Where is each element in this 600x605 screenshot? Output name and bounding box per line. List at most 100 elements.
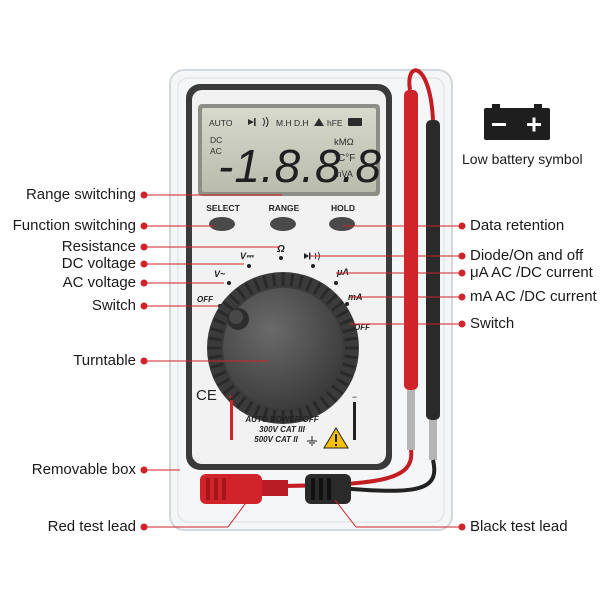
red-lead-wire-top (407, 68, 435, 121)
dial-ua: μA (336, 267, 349, 277)
select-label: SELECT (206, 203, 240, 213)
ce-mark: CE (196, 387, 217, 404)
warning-icon (323, 427, 349, 449)
dial-ridge (339, 317, 353, 326)
hold-label: HOLD (331, 203, 355, 213)
dial-ridge (210, 327, 224, 334)
dial-ridge (289, 409, 295, 423)
dial-ridge (208, 336, 222, 342)
callout-range-switching: Range switching (25, 186, 136, 203)
dial-ridge (312, 400, 322, 414)
dial-ridge (222, 384, 235, 395)
lcd-auto: AUTO (209, 118, 233, 128)
dial-ridge (305, 404, 314, 418)
black-jack-line (353, 402, 356, 440)
dial-ridge (217, 377, 231, 387)
ground-icon (307, 436, 317, 446)
dial-ridge (344, 354, 358, 360)
dial-ridge (342, 362, 356, 369)
select-button[interactable] (209, 217, 235, 231)
buzzer-icon (262, 116, 269, 128)
callout-ua-current: μA AC /DC current (470, 264, 593, 281)
dial-ridge (244, 282, 254, 296)
dial-ridge (271, 273, 277, 287)
callout-leaders (140, 191, 466, 531)
dial-ridge (335, 309, 349, 319)
dial-ridge (244, 400, 254, 414)
dial-ridge (222, 301, 235, 312)
dial-ridge (252, 278, 261, 292)
range-label: RANGE (269, 203, 300, 213)
dial-ridge (271, 409, 277, 423)
dial-ridge (331, 384, 344, 395)
callout-diode: Diode/On and off (470, 247, 584, 264)
auto-power-off: AUTO POWER OFF (244, 415, 319, 424)
lcd-digits: -1.8.8.8 (218, 140, 382, 192)
dial-off-left: OFF (197, 295, 214, 304)
black-lead-wire (339, 459, 437, 493)
svg-text:−: − (352, 392, 357, 402)
dial-off-right: OFF (354, 323, 371, 332)
battery-icon (484, 104, 550, 140)
dial-ridge (325, 390, 338, 403)
lcd-dh: D.H (294, 118, 309, 128)
dial-ridge (319, 396, 330, 409)
red-test-lead-plug (200, 474, 288, 504)
callout-ma-current: mA AC /DC current (470, 288, 597, 305)
dial-ridge (228, 293, 241, 306)
dial-ridge (335, 377, 349, 387)
callout-data-retention: Data retention (470, 217, 565, 234)
callout-switch-right: Switch (470, 315, 515, 332)
callout-red-test-lead: Red test lead (47, 518, 136, 535)
dial-ridge (208, 354, 222, 360)
cat-iii: 300V CAT III (259, 425, 305, 434)
turntable-dial[interactable] (207, 272, 359, 424)
dial-ridge (262, 407, 269, 421)
dial-ridge (236, 287, 247, 300)
lcd-screen (202, 108, 376, 192)
cat-ii: 500V CAT II (254, 435, 298, 444)
dial-v-dc: V⎓ (240, 251, 255, 261)
dial-ridge (339, 370, 353, 379)
diode-icon (248, 119, 254, 125)
lcd-mh: M.H (276, 118, 292, 128)
lcd-mva: mVA (334, 169, 353, 179)
callout-turntable: Turntable (73, 352, 136, 369)
battery-caption: Low battery symbol (462, 151, 583, 167)
dial-ridge (297, 407, 304, 421)
callout-resistance: Resistance (61, 238, 136, 255)
dial-ridge (331, 301, 344, 312)
range-button[interactable] (270, 217, 296, 231)
dial-ridge (305, 278, 314, 292)
red-probe (404, 90, 418, 450)
black-probe (426, 120, 440, 460)
lcd-kmohm: kMΩ (334, 137, 354, 148)
dial-ridge (228, 390, 241, 403)
dial-ridge (342, 327, 356, 334)
dial-ridge (289, 273, 295, 287)
callout-ac-voltage: AC voltage (62, 274, 136, 291)
dial-ridge (210, 362, 224, 369)
dial-ridge (325, 293, 338, 306)
dial-ridge (217, 309, 231, 319)
lcd-dc: DC (210, 135, 222, 145)
dial-ridge (213, 370, 227, 379)
hold-button[interactable] (329, 217, 355, 231)
lcd-temp: °C°F (334, 153, 355, 164)
dial-v-ac: V~ (214, 269, 226, 279)
lcd-ac: AC (210, 146, 222, 156)
dial-ridge (236, 396, 247, 409)
lcd-battery-icon (348, 118, 362, 126)
dial-ridge (297, 275, 304, 289)
callout-black-test-lead: Black test lead (470, 518, 568, 535)
callout-switch-left: Switch (91, 297, 136, 314)
red-jack-line (230, 400, 233, 440)
dial-ridge (213, 317, 227, 326)
callout-removable-box: Removable box (31, 461, 136, 478)
dial-ridge (312, 282, 322, 296)
dial-ridge (344, 336, 358, 342)
svg-text:+: + (228, 392, 233, 402)
dial-ohm: Ω (276, 244, 285, 255)
